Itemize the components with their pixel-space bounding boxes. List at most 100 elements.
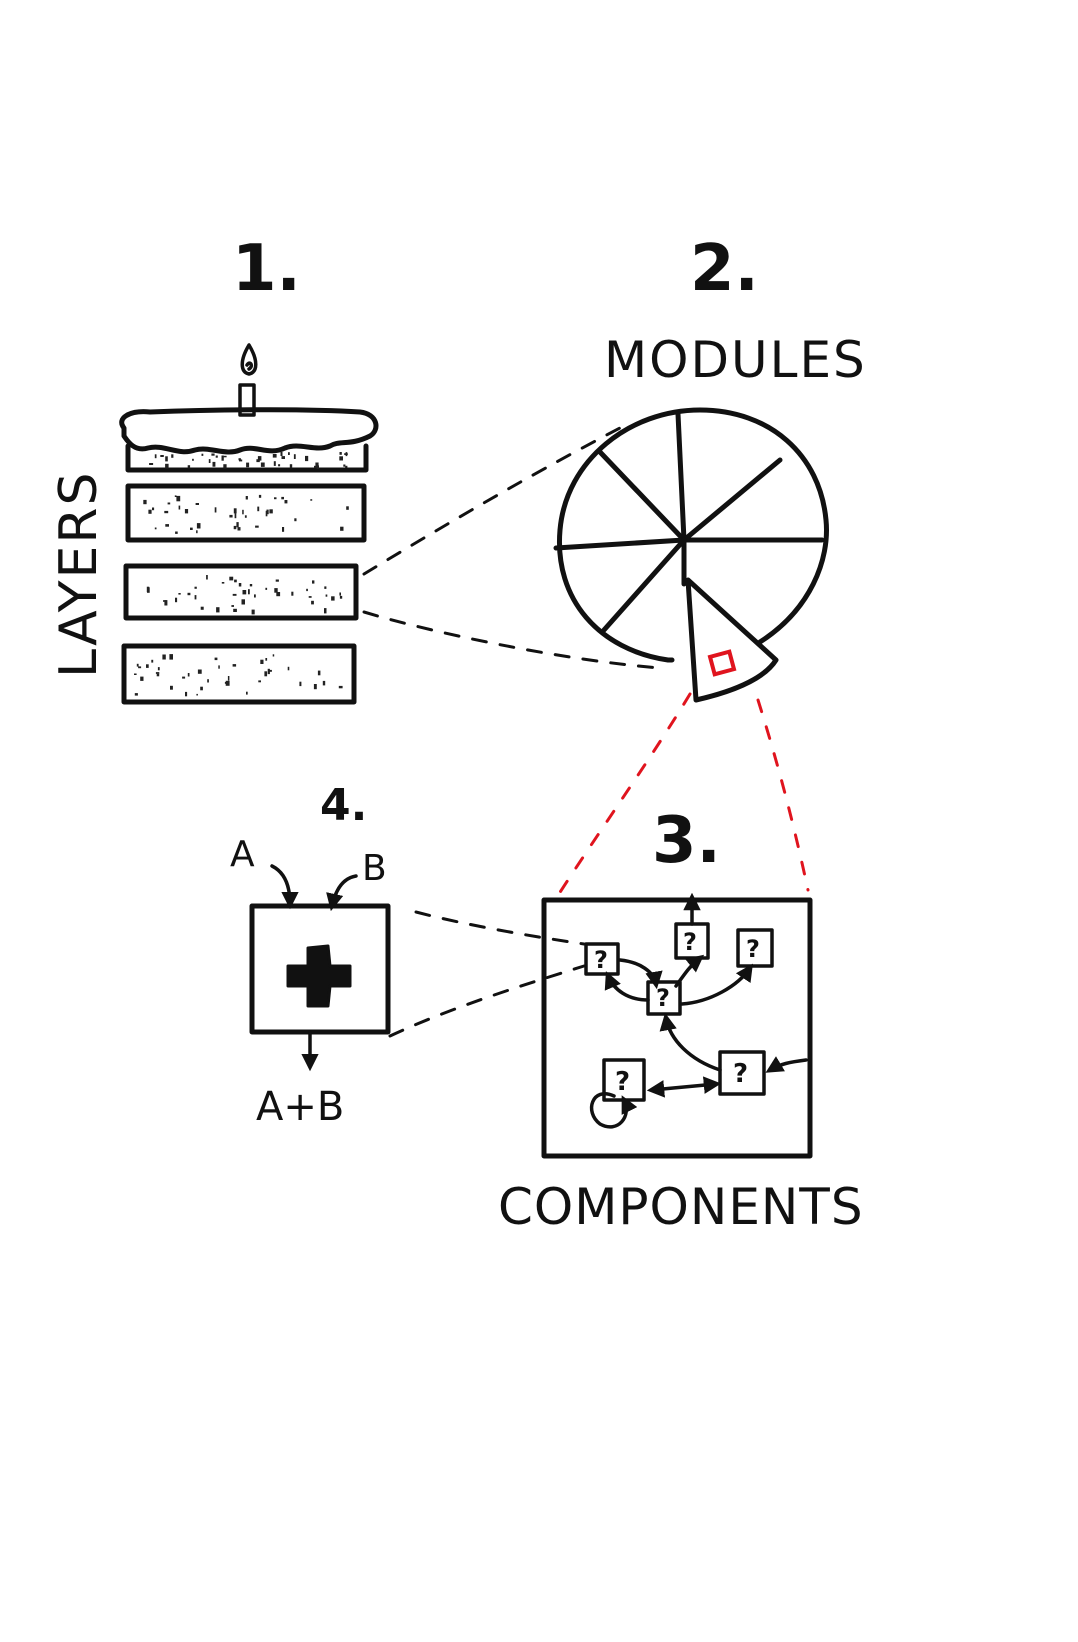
crumb-speck xyxy=(239,459,243,462)
crumb-speck xyxy=(242,590,247,595)
crumb-speck xyxy=(305,455,309,462)
crumb-speck xyxy=(185,691,188,697)
crumb-speck xyxy=(196,693,198,696)
crumb-speck xyxy=(345,465,348,468)
crumb-speck xyxy=(314,465,318,469)
crumb-speck xyxy=(258,680,261,683)
crumb-speck xyxy=(237,527,241,531)
crumb-speck xyxy=(165,463,169,469)
crumb-speck xyxy=(223,464,227,469)
crumb-speck xyxy=(242,509,244,515)
crumb-speck xyxy=(162,654,166,660)
crumb-speck xyxy=(249,584,253,587)
crumb-speck xyxy=(325,594,328,597)
crumb-speck xyxy=(169,654,173,660)
svg-text:?: ? xyxy=(656,984,670,1012)
crumb-speck xyxy=(294,518,297,522)
component-node: ? xyxy=(584,942,620,976)
crumb-speck xyxy=(275,579,279,582)
red-zoom-line-left xyxy=(553,692,692,902)
component-connections xyxy=(604,892,808,1098)
crumb-speck xyxy=(155,672,160,674)
crumb-speck xyxy=(274,497,277,500)
crumb-speck xyxy=(136,663,139,667)
modules-label: MODULES xyxy=(604,331,867,389)
crumb-speck xyxy=(138,666,142,669)
step-4-number: 4. xyxy=(320,780,367,831)
crumb-speck xyxy=(165,524,169,527)
crumb-speck xyxy=(175,531,178,534)
crumb-speck xyxy=(174,495,177,497)
zoom-line-upper xyxy=(362,426,622,576)
crumb-speck xyxy=(291,591,294,596)
adder-box xyxy=(249,903,391,1035)
crumb-speck xyxy=(214,507,217,513)
crumb-speck xyxy=(310,499,313,501)
crumb-speck xyxy=(322,680,326,686)
crumb-speck xyxy=(160,455,164,457)
crumb-speck xyxy=(256,459,260,463)
zoom-line-lower xyxy=(362,610,662,670)
crumb-speck xyxy=(221,455,224,461)
component-node: ? xyxy=(736,928,774,968)
cake-icon xyxy=(119,343,379,705)
crumb-speck xyxy=(216,607,220,613)
crumb-speck xyxy=(248,589,250,595)
crumb-speck xyxy=(238,583,242,587)
crumb-speck xyxy=(146,586,150,593)
crumb-speck xyxy=(221,582,225,584)
crumb-speck xyxy=(257,506,260,512)
cake-layer-3 xyxy=(121,643,357,705)
crumb-speck xyxy=(339,592,341,596)
crumb-speck xyxy=(313,684,317,690)
crumb-speck xyxy=(234,579,237,583)
pie-chart-icon xyxy=(553,407,829,703)
crumb-speck xyxy=(197,669,202,674)
crumb-speck xyxy=(178,593,181,595)
crumb-speck xyxy=(234,513,237,519)
crumb-speck xyxy=(206,575,208,580)
crumb-speck xyxy=(170,685,173,690)
crumb-speck xyxy=(167,502,171,505)
crumb-speck xyxy=(324,608,327,614)
crumb-speck xyxy=(148,509,152,514)
crumb-speck xyxy=(272,654,275,657)
crumb-speck xyxy=(251,609,255,615)
crumb-speck xyxy=(331,596,335,601)
crumb-speck xyxy=(346,506,349,510)
crumb-speck xyxy=(340,526,344,531)
crumb-speck xyxy=(184,509,189,514)
crumb-speck xyxy=(208,459,211,463)
crumb-speck xyxy=(338,685,343,689)
crumb-speck xyxy=(308,596,312,598)
crumb-speck xyxy=(194,595,197,600)
crumb-speck xyxy=(289,464,293,469)
crumb-speck xyxy=(194,586,197,589)
crumb-speck xyxy=(154,527,157,530)
crumb-speck xyxy=(233,525,237,530)
crumb-speck xyxy=(196,523,201,529)
layers-label: LAYERS xyxy=(49,471,109,678)
crumb-speck xyxy=(195,503,199,505)
svg-text:?: ? xyxy=(733,1059,748,1089)
crumb-speck xyxy=(231,605,234,607)
crumb-speck xyxy=(229,514,233,518)
zoom-line-component-lower xyxy=(388,964,586,1038)
crumb-speck xyxy=(284,500,288,504)
crumb-speck xyxy=(157,667,160,671)
input-b-arrow xyxy=(326,874,358,912)
crumb-speck xyxy=(187,592,191,596)
crumb-speck xyxy=(260,462,265,467)
crumb-speck xyxy=(232,593,237,596)
crumb-speck xyxy=(244,515,247,518)
crumb-speck xyxy=(254,594,256,598)
crumb-speck xyxy=(287,666,290,671)
crumb-speck xyxy=(171,454,174,458)
component-node: ? xyxy=(718,1050,766,1096)
crumb-speck xyxy=(268,669,272,672)
components-label: COMPONENTS xyxy=(498,1178,864,1236)
crumb-speck xyxy=(164,510,169,514)
input-b-label: B xyxy=(362,848,387,889)
crumb-speck xyxy=(187,673,190,677)
